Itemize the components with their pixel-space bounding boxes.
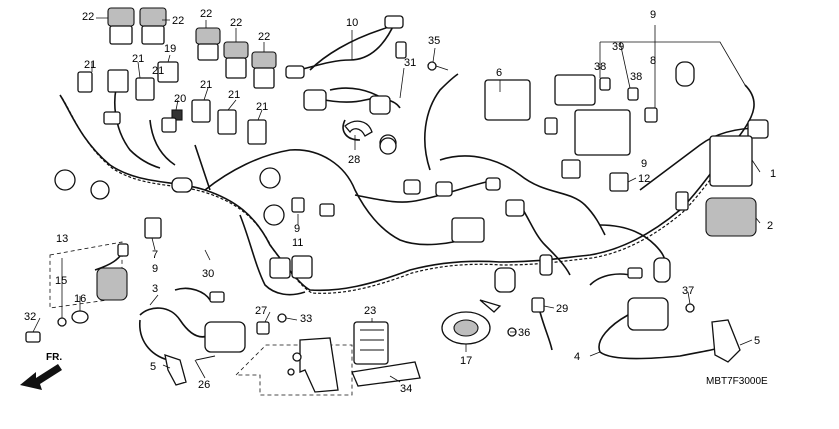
callout-16: 16 [74,293,86,305]
bolt-35 [427,61,449,71]
callout-9d: 9 [294,223,300,235]
ignition-coil-right [589,267,741,363]
callout-39: 39 [612,41,624,53]
callout-6: 6 [496,67,502,79]
callout-27: 27 [255,305,267,317]
callout-34: 34 [400,383,412,395]
callout-21b: 21 [132,53,144,65]
callout-2: 2 [767,220,773,232]
callout-38a: 38 [594,61,606,73]
callout-1: 1 [770,168,776,180]
callout-35: 35 [428,35,440,47]
ignition-coil-left [139,287,270,386]
lead-assembly-13 [25,241,129,343]
sub-harness-10 [285,15,407,152]
callout-23: 23 [364,305,376,317]
callout-20: 20 [174,93,186,105]
callout-28: 28 [348,154,360,166]
callout-21f: 21 [152,65,164,77]
front-direction-label: FR. [46,352,62,363]
callout-36: 36 [518,327,530,339]
callout-22b: 22 [172,15,184,27]
callout-21e: 21 [256,101,268,113]
callout-21c: 21 [200,79,212,91]
lead-29 [531,297,553,351]
callout-5a: 5 [150,361,156,373]
callout-26: 26 [198,379,210,391]
callout-12: 12 [638,173,650,185]
callout-7: 7 [152,249,158,261]
callout-15: 15 [55,275,67,287]
callout-22a: 22 [82,11,94,23]
callout-numbers: 22 22 22 22 22 19 21 21 21 21 21 21 20 1… [24,8,776,395]
callout-9b: 9 [641,158,647,170]
callout-22e: 22 [258,31,270,43]
right-units [484,61,769,237]
callout-21a: 21 [84,59,96,71]
ecu-23 [351,321,421,387]
callout-21d: 21 [228,89,240,101]
callout-9c: 9 [152,263,158,275]
callout-32: 32 [24,311,36,323]
callout-19: 19 [164,43,176,55]
left-connectors [54,71,305,239]
callout-30: 30 [202,268,214,280]
callout-17: 17 [460,355,472,367]
callout-4: 4 [574,351,580,363]
callout-11: 11 [292,237,303,249]
front-direction-arrow: FR. [20,352,62,390]
callout-3: 3 [152,283,158,295]
callout-37: 37 [682,285,694,297]
middle-connectors [269,137,671,293]
callout-33: 33 [300,313,312,325]
callout-22c: 22 [200,8,212,20]
callout-5b: 5 [754,335,760,347]
callout-22d: 22 [230,17,242,29]
callout-38b: 38 [630,71,642,83]
callout-10: 10 [346,17,358,29]
horn-17 [441,299,517,345]
callout-8: 8 [650,55,656,67]
callout-13: 13 [56,233,68,245]
callout-29: 29 [556,303,568,315]
bracket-assembly [235,313,353,396]
relay-group [107,7,277,145]
leader-lines [32,17,761,383]
callout-31: 31 [404,57,416,69]
diagram-code: MBT7F3000E [706,376,768,387]
callout-9a: 9 [650,9,656,21]
clamp-28 [344,120,373,137]
